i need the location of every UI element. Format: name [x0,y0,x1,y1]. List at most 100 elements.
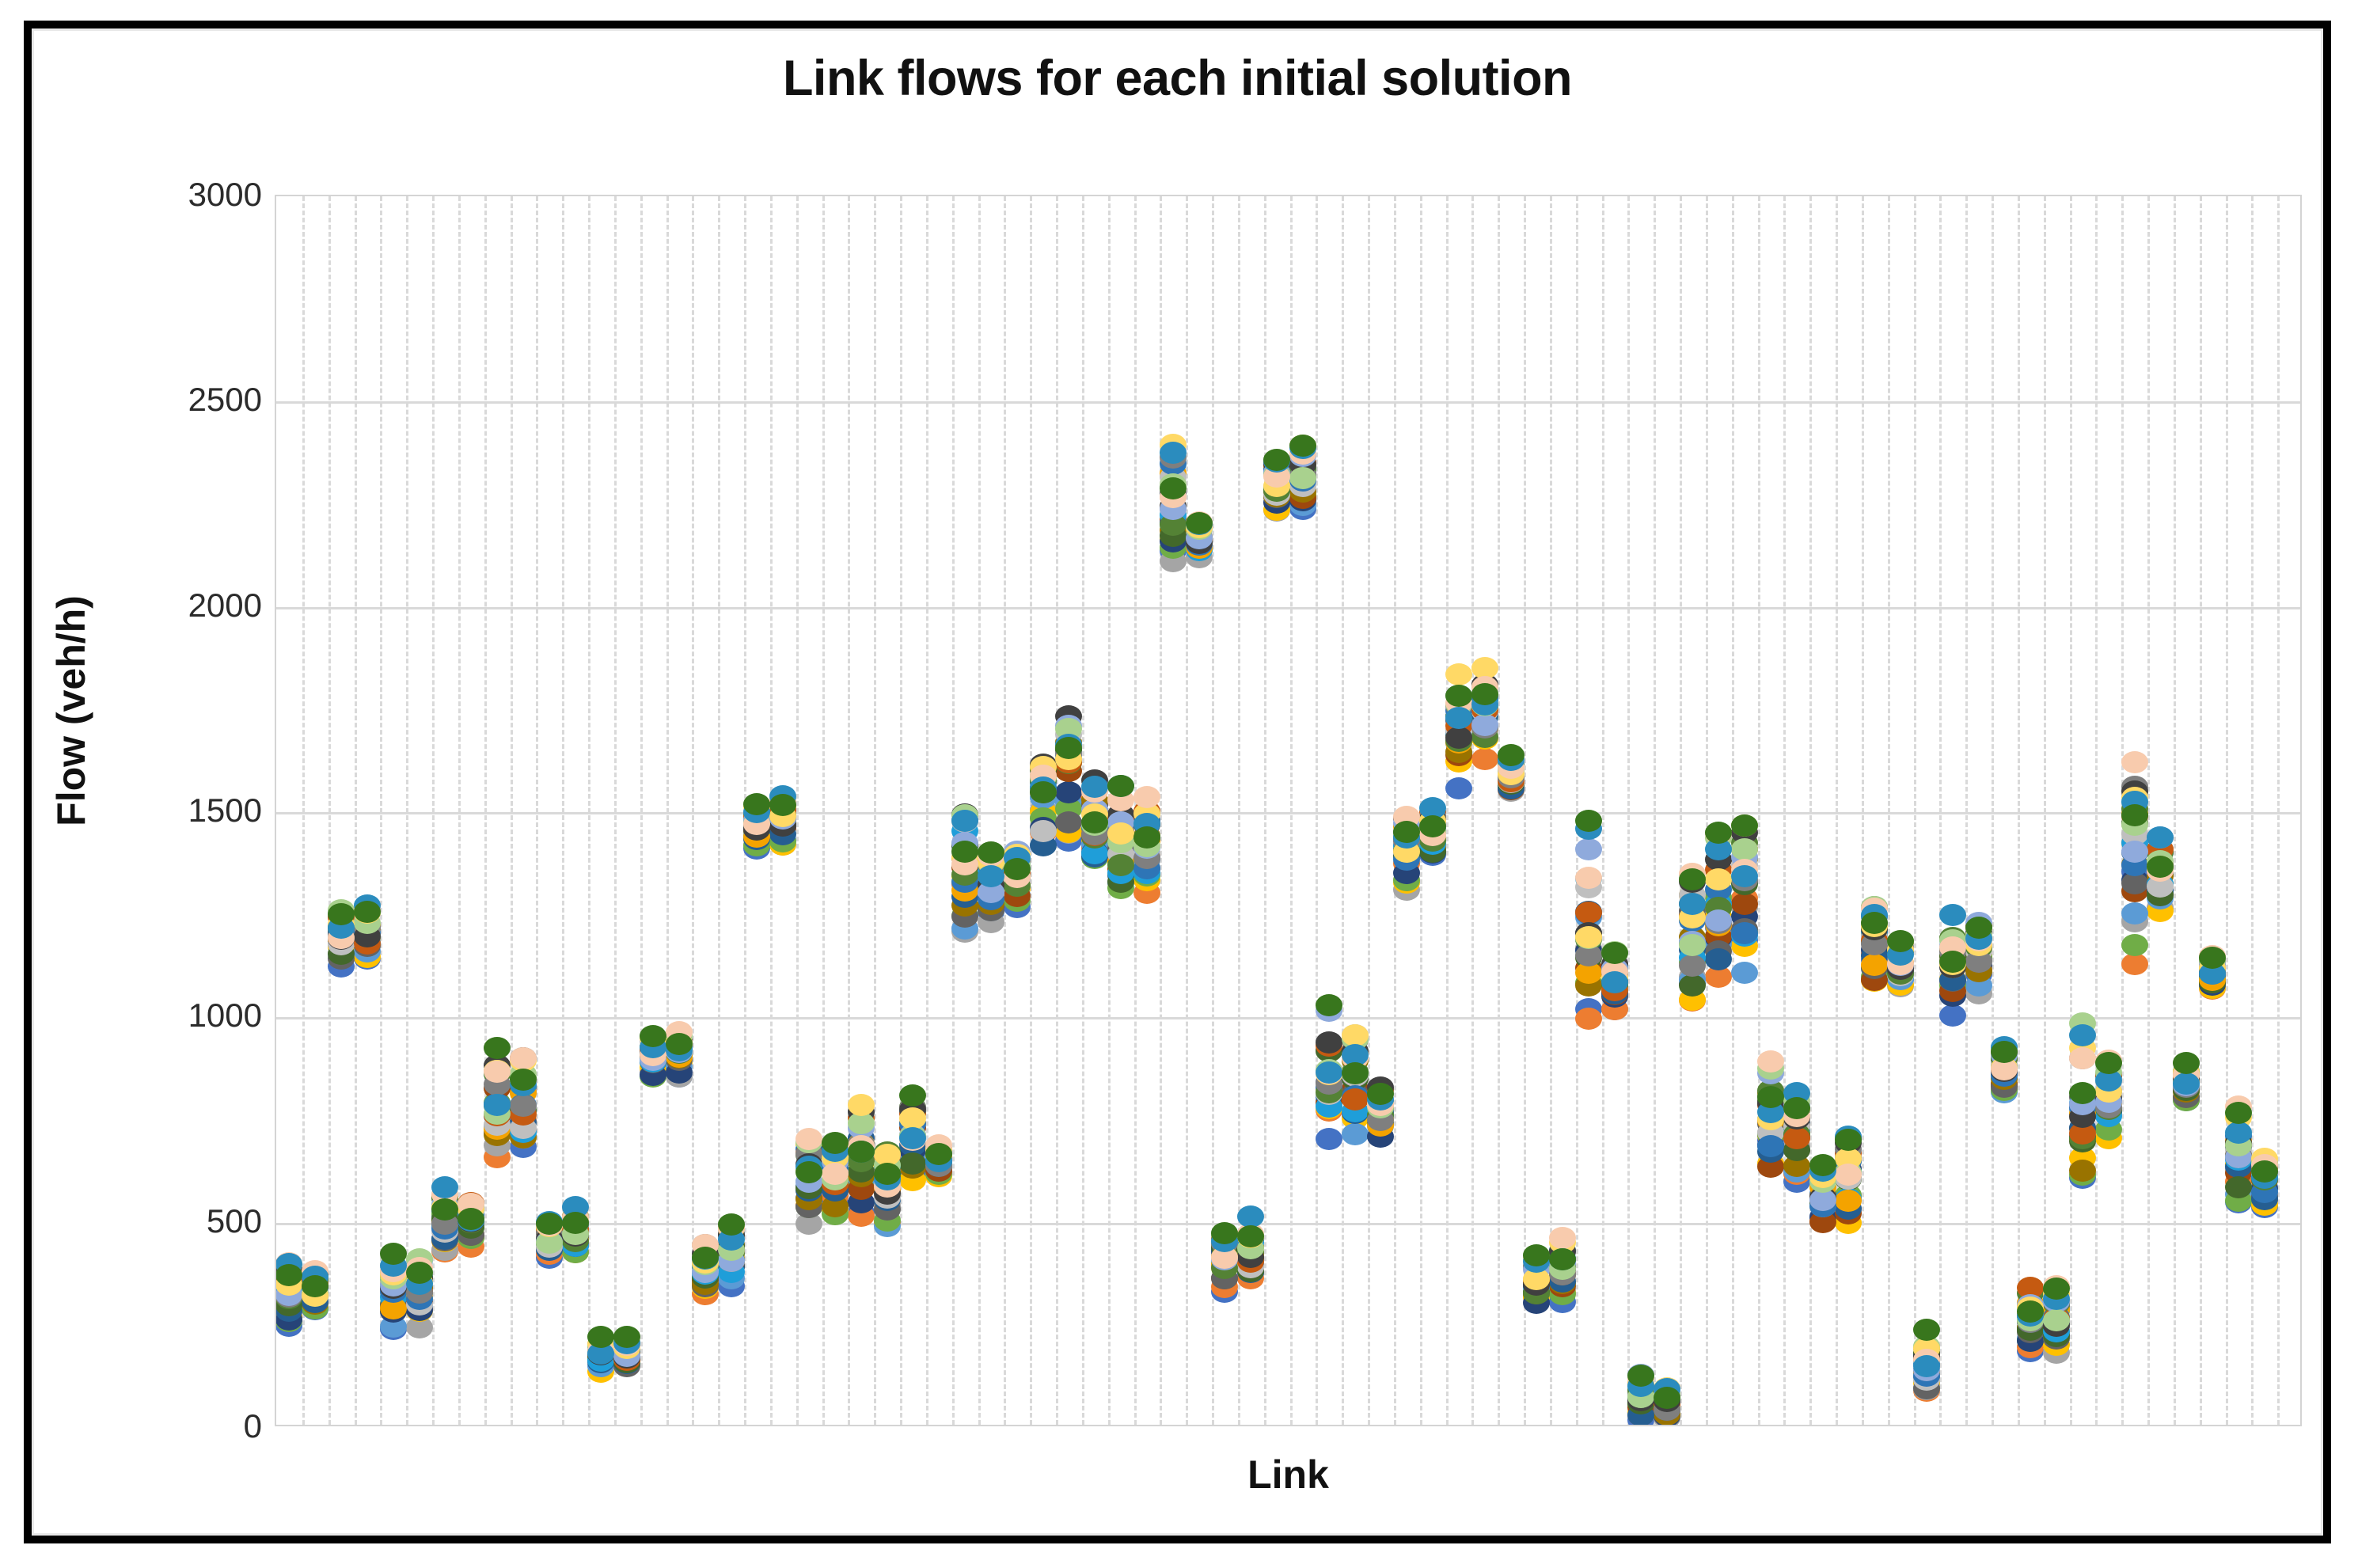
vertical-gridline [1992,196,1994,1425]
scatter-point [2121,841,2148,864]
vertical-gridline [2251,196,2254,1425]
scatter-point [899,1126,927,1149]
scatter-point [1133,785,1160,808]
scatter-point [1029,819,1057,842]
scatter-point [458,1208,485,1230]
scatter-point [353,900,381,923]
scatter-point [2173,1051,2200,1074]
scatter-point [1289,467,1316,490]
scatter-point [1731,922,1759,945]
vertical-gridline [406,196,409,1425]
vertical-gridline [692,196,695,1425]
vertical-gridline [874,196,877,1425]
vertical-gridline [1887,196,1890,1425]
scatter-point [1367,1082,1395,1105]
scatter-point [1938,903,1966,926]
vertical-gridline [2225,196,2228,1425]
scatter-point [821,1132,849,1155]
scatter-point [2068,1024,2096,1047]
scatter-point [2224,1122,2252,1145]
scatter-point [1887,930,1915,953]
chart-title: Link flows for each initial solution [782,51,1573,106]
scatter-point [1185,512,1213,535]
vertical-gridline [1186,196,1189,1425]
vertical-gridline [536,196,539,1425]
scatter-point [1081,775,1109,798]
vertical-gridline [795,196,799,1425]
scatter-point [1600,942,1628,965]
scatter-point [302,1274,329,1297]
vertical-gridline [2147,196,2150,1425]
vertical-gridline [1757,196,1760,1425]
scatter-point [2199,946,2227,969]
scatter-point [1575,838,1603,861]
scatter-point [717,1213,745,1236]
y-axis-tick-label: 2500 [188,381,262,419]
scatter-point [405,1262,433,1285]
scatter-point [795,1160,823,1183]
vertical-gridline [613,196,617,1425]
y-axis-tick-label: 1500 [188,792,262,829]
vertical-gridline [1289,196,1293,1425]
scatter-point [1600,970,1628,993]
scatter-point [2068,1047,2096,1070]
scatter-point [2094,1051,2122,1074]
scatter-point [2147,826,2174,849]
y-axis-tick-label: 0 [243,1407,262,1445]
y-axis-tick-label: 1000 [188,997,262,1035]
scatter-point [2147,855,2174,878]
scatter-point [1107,854,1135,877]
scatter-point [328,902,355,925]
scatter-point [484,1037,511,1060]
scatter-point [1756,1050,1784,1073]
scatter-point [1705,868,1733,890]
scatter-point [1912,1318,1940,1341]
vertical-gridline [640,196,643,1425]
horizontal-gridline [276,606,2300,609]
scatter-point [1705,821,1733,844]
scatter-point [1783,1127,1810,1150]
scatter-point [1679,955,1707,978]
scatter-point [1731,814,1759,837]
scatter-point [535,1213,563,1236]
scatter-point [1965,916,1992,939]
scatter-point [1679,868,1707,891]
vertical-gridline [1498,196,1501,1425]
scatter-point [2224,1101,2252,1124]
vertical-gridline [1549,196,1552,1425]
vertical-gridline [1160,196,1163,1425]
plot-area [275,195,2302,1426]
vertical-gridline [1004,196,1007,1425]
vertical-gridline [1939,196,1942,1425]
figure-frame: Link flows for each initial solution 300… [24,21,2331,1543]
scatter-point [276,1263,303,1286]
vertical-gridline [1524,196,1526,1425]
scatter-point [1341,1088,1369,1111]
vertical-gridline [1731,196,1734,1425]
scatter-point [2173,1072,2200,1095]
scatter-point [1731,864,1759,887]
scatter-point [1575,902,1603,924]
scatter-point [977,841,1004,864]
vertical-gridline [1680,196,1682,1425]
vertical-gridlines [276,196,2300,1425]
vertical-gridline [848,196,851,1425]
scatter-point [1835,1189,1862,1212]
scatter-point [2250,1160,2278,1183]
scatter-point [1315,1128,1342,1151]
y-axis-tick-label: 2000 [188,586,262,624]
vertical-gridline [354,196,357,1425]
scatter-point [1445,777,1472,800]
scatter-point [1705,948,1733,971]
scatter-point [2121,750,2148,773]
scatter-point [2121,933,2148,956]
vertical-gridline [1965,196,1969,1425]
scatter-point [925,1143,953,1166]
scatter-point [873,1163,901,1186]
scatter-point [691,1246,719,1269]
scatter-point [1159,477,1187,500]
scatter-point [2068,1160,2096,1183]
scatter-point [899,1084,927,1107]
scatter-point [1809,1154,1836,1177]
scatter-point [1341,1023,1369,1046]
